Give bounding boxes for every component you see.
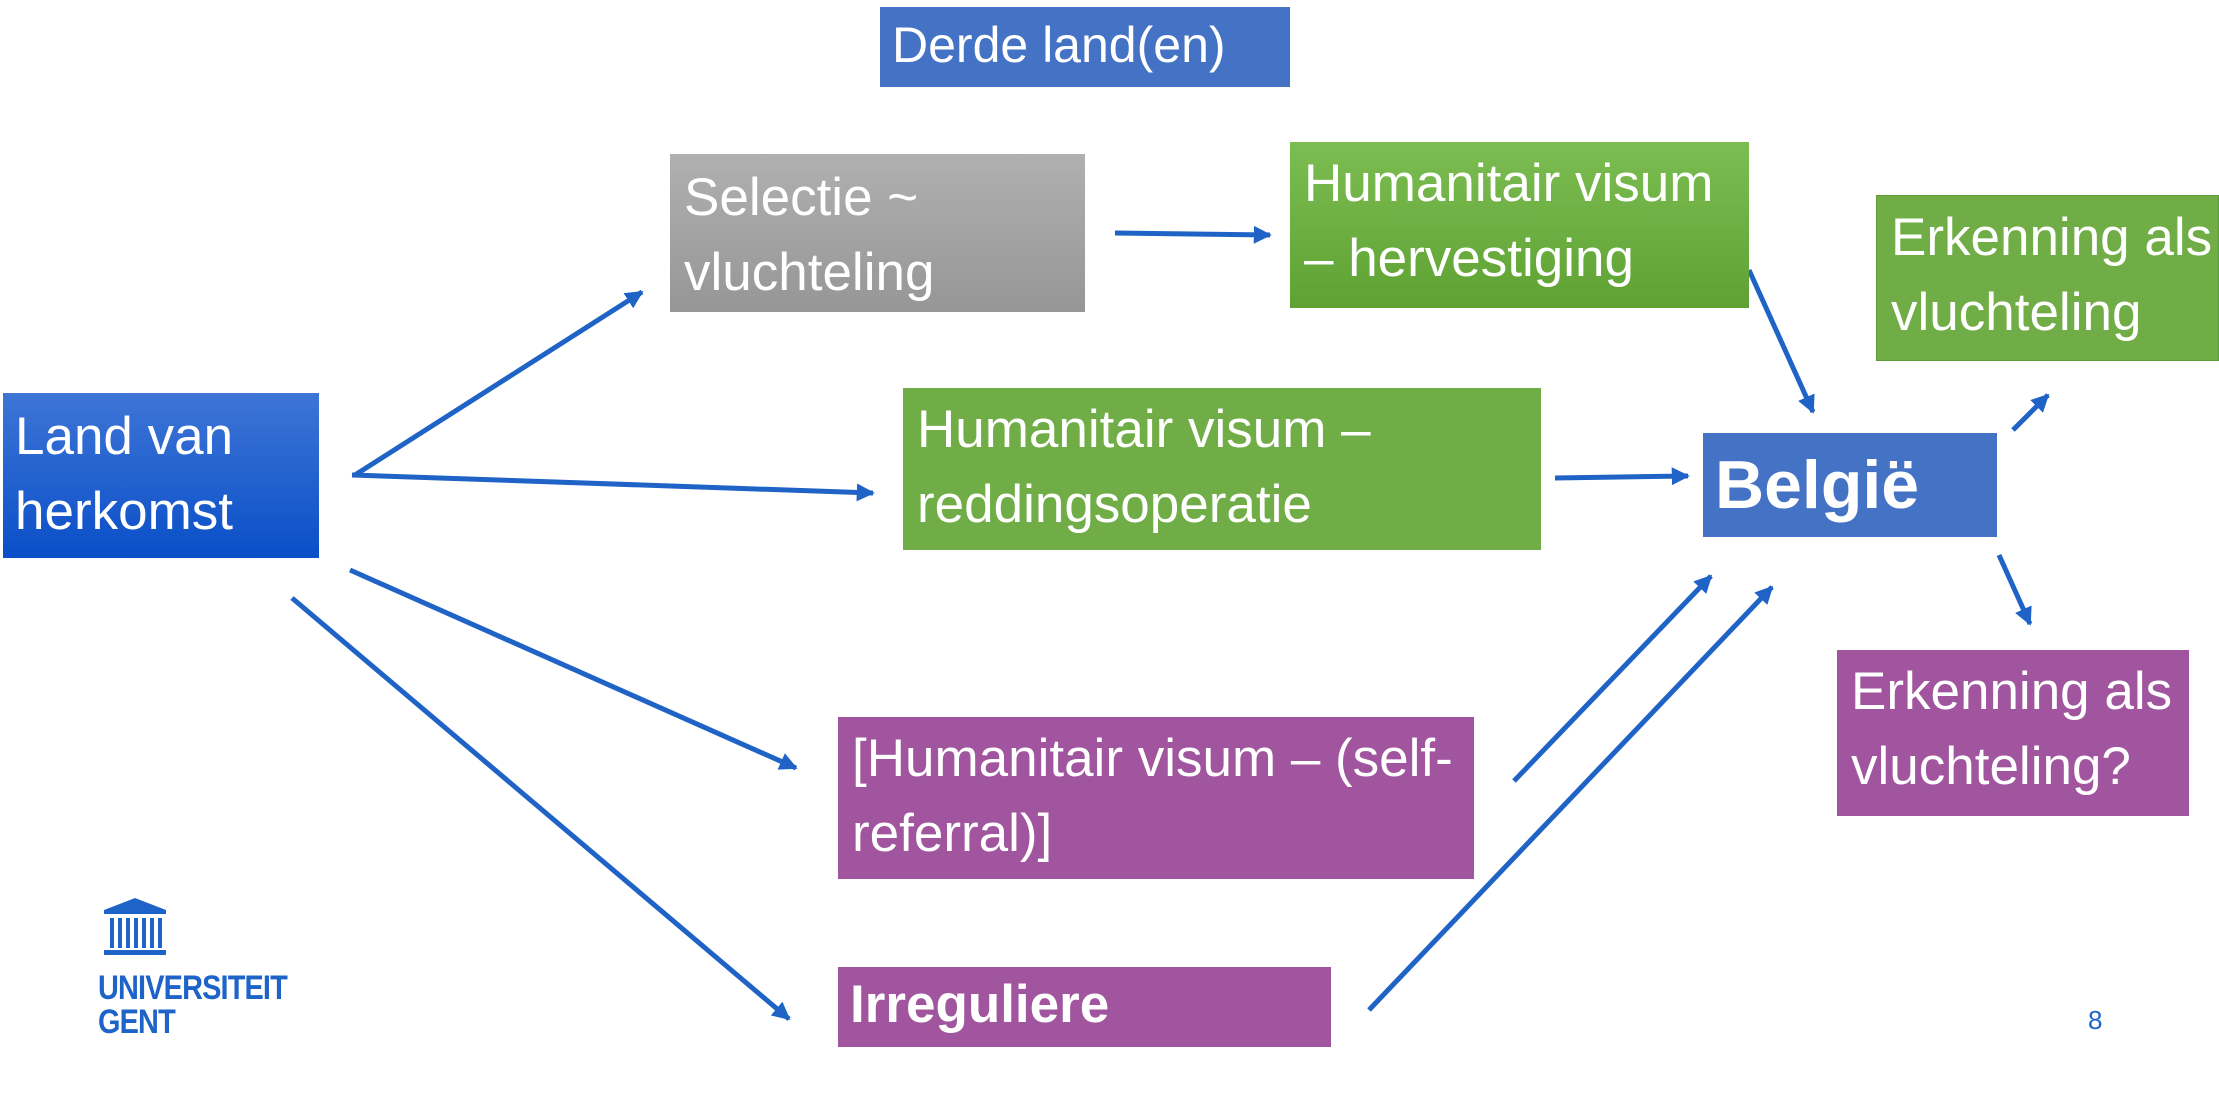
node-irreguliere-kanalen-label: Irreguliere kanalen [850,975,1110,1102]
logo-line-2: GENT [98,1003,176,1041]
arrow-belgie-to-erkenning [2011,393,2050,432]
node-derde-landen: Derde land(en) [880,7,1290,87]
arrow-hervestiging-to-belgie [1746,268,1816,414]
arrow-herkomst-to-irregulier [290,596,791,1021]
node-erkenning-vraag: Erkenning als vluchteling? [1837,650,2189,816]
node-erkenning-vraag-label: Erkenning als vluchteling? [1851,662,2173,796]
node-land-van-herkomst: Land van herkomst [3,393,319,558]
node-hv-self-referral-label: [Humanitair visum – (self-referral)] [852,729,1453,863]
node-hv-self-referral: [Humanitair visum – (self-referral)] [838,717,1474,879]
arrow-redding-to-belgie [1554,467,1690,486]
university-building-icon [104,898,166,955]
arrow-herkomst-to-selectie [353,289,644,478]
node-selectie: Selectie ~ vluchteling [670,154,1085,312]
node-hv-hervestiging-label: Humanitair visum – hervestiging [1304,154,1714,288]
node-derde-landen-label: Derde land(en) [892,17,1226,73]
node-hv-reddingsoperatie-label: Humanitair visum – reddingsoperatie [917,400,1371,534]
arrow-belgie-to-erkenning-vraag [1996,553,2033,626]
logo-line-1: UNIVERSITEIT [98,969,288,1007]
node-hv-hervestiging: Humanitair visum – hervestiging [1290,142,1749,308]
node-land-van-herkomst-label: Land van herkomst [15,407,234,541]
arrow-herkomst-to-selfreferral [348,567,798,771]
node-belgie-label: België [1715,447,1920,523]
node-hv-reddingsoperatie: Humanitair visum – reddingsoperatie [903,388,1541,550]
arrow-selfreferral-to-belgie [1512,574,1713,783]
arrows-layer [290,225,2050,1021]
node-erkenning: Erkenning als vluchteling [1876,195,2219,361]
node-irreguliere-kanalen: Irreguliere kanalen [838,967,1331,1102]
ugent-logo: UNIVERSITEIT GENT [98,896,320,1039]
node-belgie: België [1703,433,1997,537]
page-number: 8 [2088,1005,2103,1035]
arrow-irregulier-to-belgie [1367,585,1774,1012]
arrow-herkomst-to-redding [351,472,875,502]
node-erkenning-label: Erkenning als vluchteling [1891,208,2213,342]
node-selectie-label: Selectie ~ vluchteling [684,168,935,302]
arrow-selectie-to-hervestiging [1114,225,1272,244]
